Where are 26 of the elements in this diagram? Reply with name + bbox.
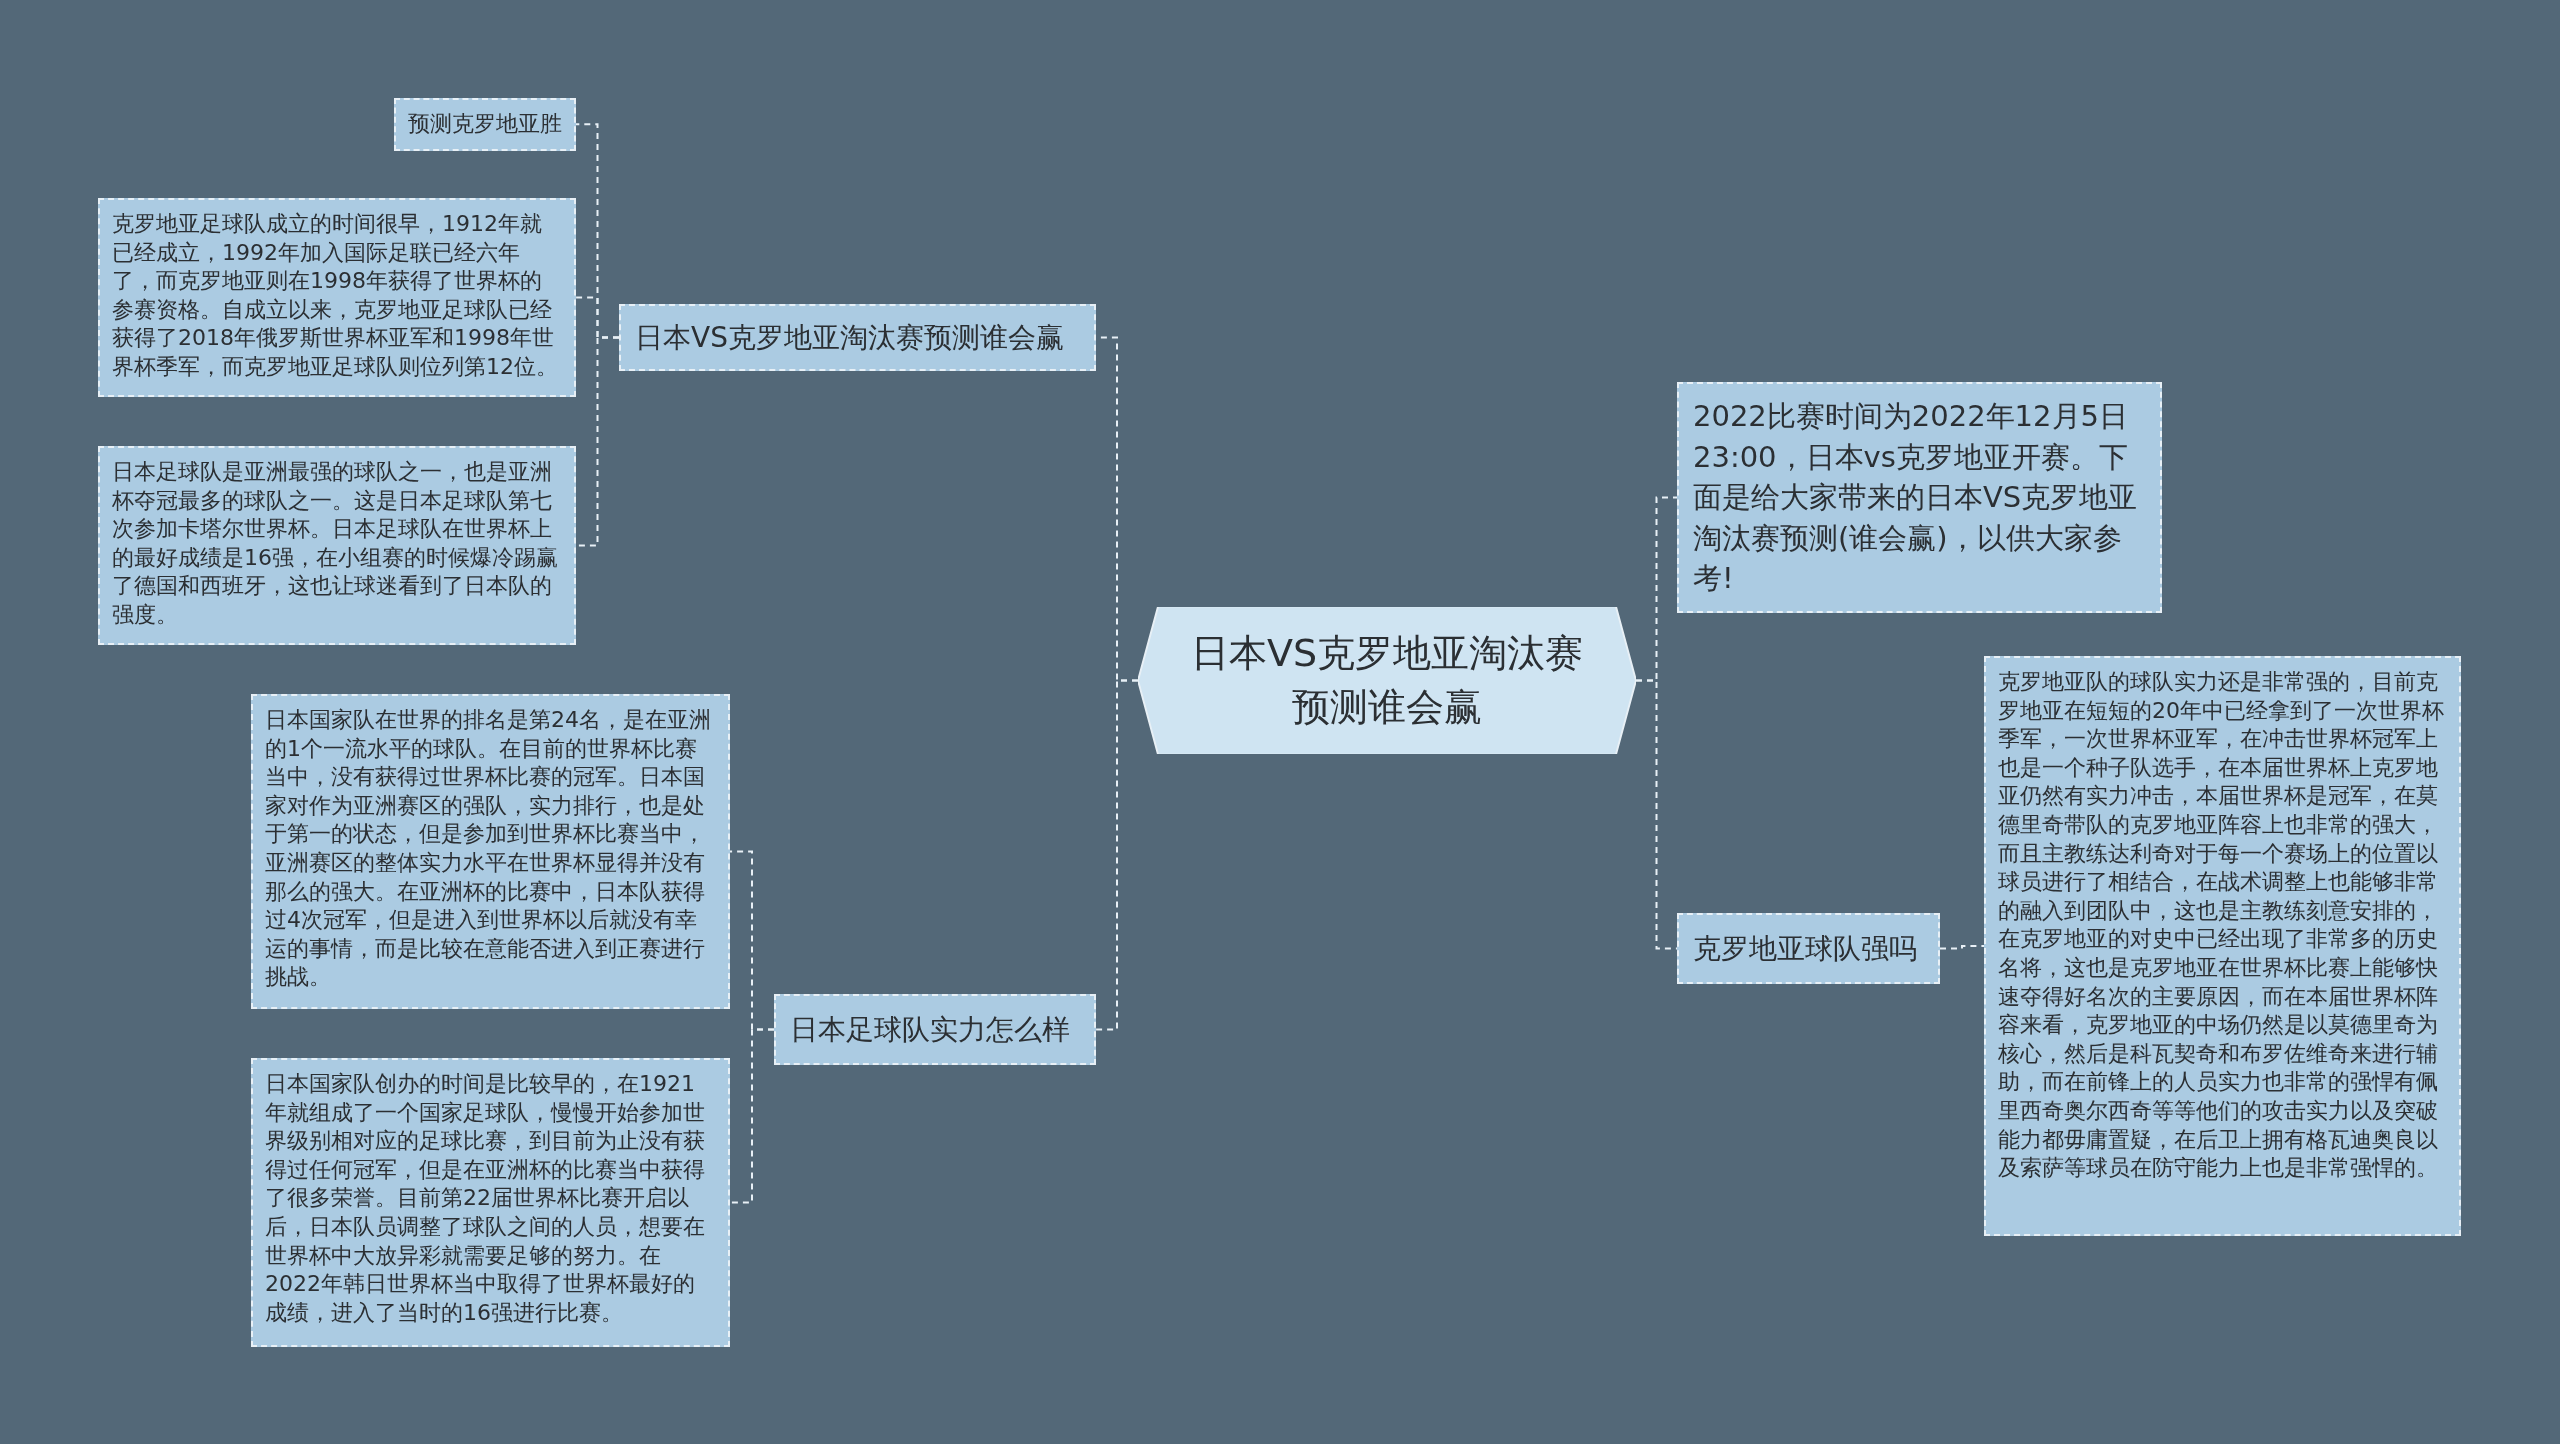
note-box [98,446,576,645]
note-box [251,1058,730,1347]
topic-text: 日本国家队创办的时间是比较早的，在1921年就组成了一个国家足球队，慢慢开始参加世界级别相对应的足球比赛，到目前为止没有获得过任何冠军，但是在亚洲杯的比赛当中获得了很多荣誉。目前第22届世界杯比赛开启以后，日本队员调整了球队之间的人员，想要在世界杯中大放异彩就需要足够的努力。在2022年韩日世界杯当中取得了世界杯最好的成绩，进入了当时的16强进行比赛。 [265,1070,706,1327]
connector-line [1939,945,1985,950]
topic-text: 2022比赛时间为2022年12月5日 23:00，日本vs克罗地亚开赛。下面是给大家带来的日本VS克罗地亚淘汰赛预测(谁会赢)，以供大家参考! [1693,398,2139,598]
connector-line [729,1028,775,1204]
topic-box [774,994,1096,1066]
topic-text: 克罗地亚球队强吗 [1693,931,1918,967]
topic-text: 克罗地亚足球队成立的时间很早，1912年就已经成立，1992年加入国际足联已经六年了，而克罗地亚则在1998年获得了世界杯的参赛资格。自成立以来，克罗地亚足球队已经获得了2018年俄罗斯世界杯亚军和1998年世界杯季军，而克罗地亚足球队则位列第12位。 [112,210,559,381]
topic-box [619,304,1096,372]
note-box [98,198,576,397]
topic-text: 日本足球队是亚洲最强的球队之一，也是亚洲杯夺冠最多的球队之一。这是日本足球队第七次参加卡塔尔世界杯。日本足球队在世界杯上的最好成绩是16强，在小组赛的时候爆冷踢赢了德国和西班牙，这也让球迷看到了日本队的强度。 [112,458,559,629]
topic-text: 日本VS克罗地亚淘汰赛预测谁会赢 [635,320,1065,356]
topic-text: 日本国家队在世界的排名是第24名，是在亚洲的1个一流水平的球队。在目前的世界杯比赛当中，没有获得过世界杯比赛的冠军。日本国家对作为亚洲赛区的强队，实力排行，也是处于第一的状态，但是参加到世界杯比赛当中，亚洲赛区的整体实力水平在世界杯显得并没有那么的强大。在亚洲杯的比赛中，日本队获得过4次冠军，但是进入到世界杯以后就没有幸运的事情，而是比较在意能否进入到正赛进行挑战。 [265,706,712,992]
connector-line [1635,679,1678,950]
central-topic-text: 日本VS克罗地亚淘汰赛预测谁会赢 [1189,630,1585,731]
central-topic-hexagon [1138,607,1636,754]
note-box [251,694,730,1009]
connector-line [1095,679,1139,1031]
topic-text: 克罗地亚队的球队实力还是非常强的，目前克罗地亚在短短的20年中已经拿到了一次世界杯季军，一次世界杯亚军，在冲击世界杯冠军上也是一个种子队选手，在本届世界杯上克罗地亚仍然有实力冲击，本届世界杯是冠军，在莫德里奇带队的克罗地亚阵容上也非常的强大，而且主教练达利奇对于每一个赛场上的位置以球员进行了相结合，在战术调整上也能够非常的融入到团队中，这也是主教练刻意安排的，在克罗地亚的对史中已经出现了非常多的历史名将，这也是克罗地亚在世界杯比赛上能够快速夺得好名次的主要原因，而在本届世界杯阵容来看，克罗地亚的中场仍然是以莫德里奇为核心，然后是科瓦契奇和布罗佐维奇来进行辅助，而在前锋上的人员实力也非常的强悍有佩里西奇奥尔西奇等等他们的攻击实力以及突破能力都毋庸置疑，在后卫上拥有格瓦迪奥良以及索萨等球员在防守能力上也是非常强悍的。 [1998,668,2445,1183]
topic-text: 日本足球队实力怎么样 [790,1012,1071,1048]
topic-box [394,98,576,151]
note-box [1677,382,2162,613]
topic-text: 预测克罗地亚胜 [408,110,562,138]
note-box [1984,656,2461,1236]
topic-box [1677,913,1940,985]
